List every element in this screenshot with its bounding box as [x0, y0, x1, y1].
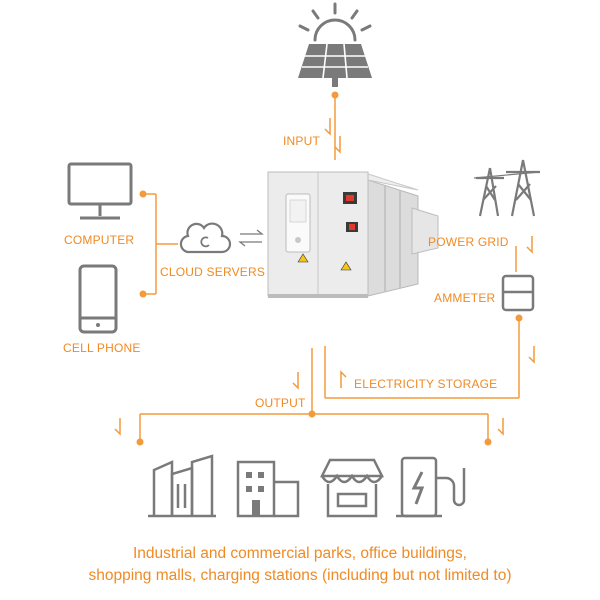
power-grid-label: POWER GRID: [428, 235, 509, 249]
cloud-servers-label: CLOUD SERVERS: [160, 265, 266, 279]
caption-line-2: shopping malls, charging stations (inclu…: [88, 567, 512, 584]
power-tower-icon: [473, 159, 541, 217]
caption-line-1: Industrial and commercial parks, office …: [133, 545, 467, 562]
computer-icon: [67, 162, 133, 220]
office-building-icon: [236, 460, 300, 518]
solar-panel-icon: [298, 43, 372, 87]
shop-icon: [319, 458, 385, 518]
phone-icon: [78, 264, 118, 334]
cell-phone-label: CELL PHONE: [63, 341, 141, 355]
charging-station-icon: [396, 456, 466, 518]
container-battery-icon: [267, 171, 439, 298]
output-label: OUTPUT: [255, 396, 306, 410]
ammeter-label: AMMETER: [434, 291, 496, 305]
ammeter-icon: [501, 274, 535, 312]
computer-label: COMPUTER: [64, 233, 135, 247]
sun-icon: [298, 2, 372, 42]
factory-icon: [148, 454, 216, 518]
input-label: INPUT: [283, 134, 320, 148]
electricity-storage-label: ELECTRICITY STORAGE: [354, 377, 498, 391]
cloud-icon: [179, 222, 232, 254]
